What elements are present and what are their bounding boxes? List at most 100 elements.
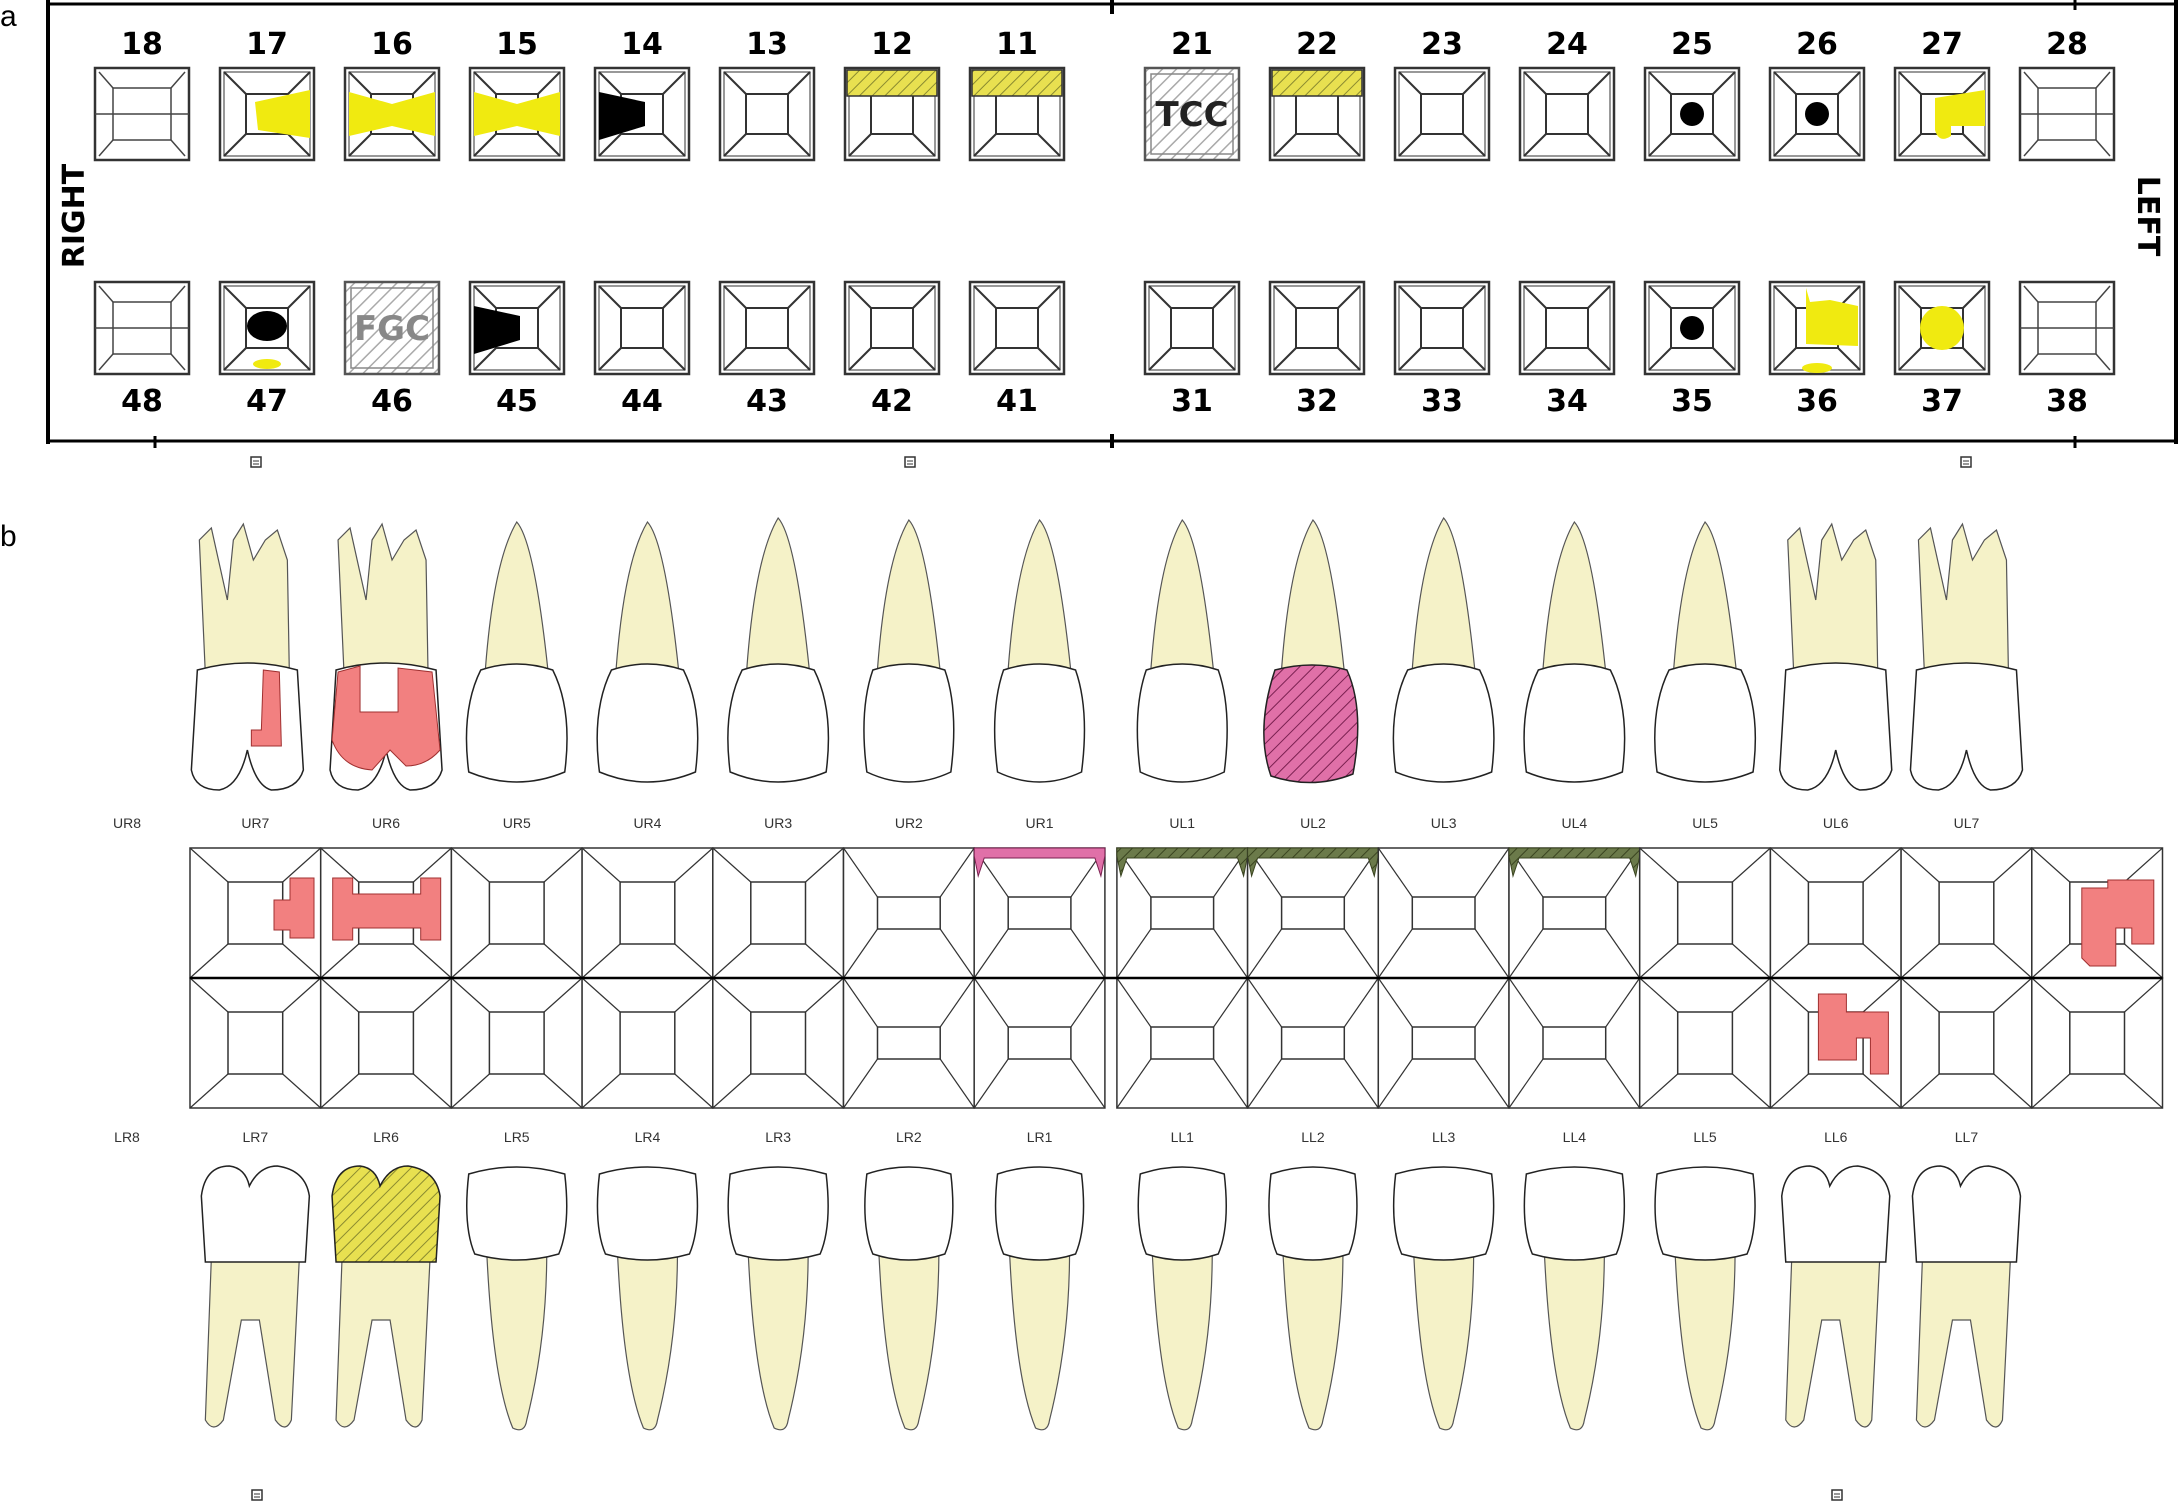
tooth-chart-27[interactable] [1893,66,1991,162]
tooth-chart-16[interactable] [343,66,441,162]
chart-b-cell[interactable] [450,847,583,979]
chart-b-cell[interactable] [842,847,975,979]
tooth-chart-37[interactable] [1893,280,1991,376]
chart-b-cell[interactable] [450,977,583,1109]
tooth-label-upper: UL4 [1562,815,1588,831]
tooth-label-lower: LR5 [504,1129,530,1145]
panel-label-b: b [0,520,17,553]
tooth-chart-43[interactable] [718,280,816,376]
upper-tooth-illustration[interactable] [1654,520,1757,783]
upper-tooth-illustration[interactable] [190,522,305,791]
chart-b-cell[interactable] [712,847,845,979]
note-icon[interactable] [1831,1489,1843,1501]
lower-tooth-illustration[interactable] [331,1165,441,1428]
chart-b-cell[interactable] [1638,977,1772,1109]
upper-tooth-illustration[interactable] [1263,518,1359,784]
note-icon[interactable] [250,456,262,468]
lower-tooth-illustration[interactable] [1268,1166,1358,1431]
lower-tooth-illustration[interactable] [466,1166,568,1431]
lower-tooth-illustration[interactable] [1392,1166,1495,1431]
tooth-chart-47[interactable] [218,280,316,376]
tooth-chart-31[interactable] [1143,280,1241,376]
tooth-chart-17[interactable] [218,66,316,162]
note-icon[interactable] [1960,456,1972,468]
chart-b-cell[interactable] [319,847,453,979]
tooth-chart-11[interactable] [968,66,1066,162]
lower-tooth-illustration[interactable] [1523,1166,1626,1431]
upper-tooth-illustration[interactable] [329,522,443,791]
tooth-chart-41[interactable] [968,280,1066,376]
chart-b-cell[interactable] [1246,977,1380,1109]
lower-tooth-illustration[interactable] [994,1166,1085,1431]
tooth-chart-22[interactable] [1268,66,1366,162]
lower-tooth-illustration[interactable] [596,1166,699,1431]
chart-b-cell[interactable] [1508,977,1641,1109]
tooth-chart-23[interactable] [1393,66,1491,162]
tooth-chart-38[interactable] [2018,280,2116,376]
upper-tooth-illustration[interactable] [1778,522,1893,791]
chart-b-cell[interactable] [1638,847,1772,979]
tooth-chart-25[interactable] [1643,66,1741,162]
tooth-chart-12[interactable] [843,66,941,162]
chart-b-cell[interactable] [319,977,453,1109]
lower-tooth-illustration[interactable] [1654,1166,1756,1431]
chart-b-cell[interactable] [581,847,714,979]
tooth-chart-13[interactable] [718,66,816,162]
tooth-chart-14[interactable] [593,66,691,162]
tooth-chart-18[interactable] [93,66,191,162]
chart-b-cell[interactable] [189,847,322,995]
chart-b-cell[interactable] [973,977,1106,1109]
lower-tooth-illustration[interactable] [1137,1166,1227,1431]
tooth-chart-44[interactable] [593,280,691,376]
chart-b-cell[interactable] [1900,977,2033,1109]
chart-b-cell[interactable] [1116,977,1249,1109]
upper-tooth-illustration[interactable] [727,516,830,783]
tooth-chart-34[interactable] [1518,280,1616,376]
chart-b-cell[interactable] [1508,847,1641,979]
lower-tooth-illustration[interactable] [727,1166,829,1431]
upper-tooth-illustration[interactable] [465,520,568,783]
upper-tooth-illustration[interactable] [1136,518,1228,783]
chart-b-cell[interactable] [2031,977,2164,1109]
chart-b-cell[interactable] [1769,977,1902,1109]
chart-b-cell[interactable] [842,977,975,1109]
chart-b-cell[interactable] [1116,847,1249,979]
chart-b-cell[interactable] [1377,977,1510,1109]
note-icon[interactable] [904,456,916,468]
upper-tooth-illustration[interactable] [596,520,699,783]
upper-tooth-illustration[interactable] [993,518,1086,783]
lower-tooth-illustration[interactable] [200,1165,311,1428]
tooth-chart-48[interactable] [93,280,191,376]
tooth-chart-46[interactable]: FGC [343,280,441,376]
chart-b-cell[interactable] [973,847,1106,979]
chart-b-cell[interactable] [189,977,322,1109]
tooth-chart-32[interactable] [1268,280,1366,376]
tooth-chart-28[interactable] [2018,66,2116,162]
chart-b-cell[interactable] [581,977,714,1109]
upper-tooth-illustration[interactable] [1523,520,1626,783]
tooth-chart-26[interactable] [1768,66,1866,162]
chart-b-cell[interactable] [712,977,845,1109]
lower-tooth-illustration[interactable] [864,1166,954,1431]
tooth-chart-15[interactable] [468,66,566,162]
lower-tooth-illustration[interactable] [1780,1165,1891,1428]
upper-tooth-illustration[interactable] [1909,522,2024,791]
restoration-mark [1680,102,1704,126]
chart-b-cell[interactable] [1769,847,1902,979]
tooth-chart-35[interactable] [1643,280,1741,376]
chart-b-cell[interactable] [1246,847,1380,979]
chart-b-cell[interactable] [2031,847,2164,979]
upper-tooth-illustration[interactable] [1392,516,1495,783]
tooth-chart-33[interactable] [1393,280,1491,376]
tooth-chart-21[interactable]: TCC [1143,66,1241,162]
tooth-chart-24[interactable] [1518,66,1616,162]
chart-b-cell[interactable] [1377,847,1510,979]
tooth-chart-42[interactable] [843,280,941,376]
tooth-chart-36[interactable] [1768,280,1866,376]
chart-b-cell[interactable] [1900,847,2033,979]
restoration-mark [971,69,1063,97]
note-icon[interactable] [251,1489,263,1501]
lower-tooth-illustration[interactable] [1911,1165,2022,1428]
tooth-chart-45[interactable] [468,280,566,376]
upper-tooth-illustration[interactable] [863,518,955,783]
